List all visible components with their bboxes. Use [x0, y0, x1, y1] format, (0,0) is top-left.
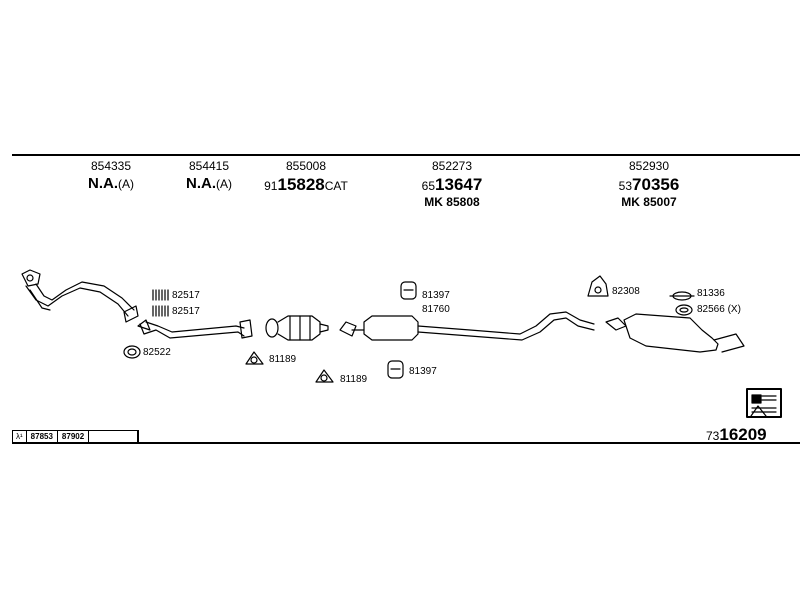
column-3-main: 15828 — [277, 175, 325, 194]
footer-empty-cell — [89, 431, 139, 443]
footer-code-1: 87853 — [27, 431, 58, 443]
ring-82566 — [675, 304, 693, 316]
rear-silencer — [605, 313, 745, 353]
gasket-81189-a — [245, 351, 264, 365]
catalogue-stamp-icon — [746, 388, 782, 418]
label-81336: 81336 — [697, 288, 725, 299]
column-2: 854415 N.A.(A) — [186, 159, 232, 192]
gasket-82522 — [123, 345, 141, 359]
gasket-81189-b — [315, 369, 334, 383]
column-3: 855008 9115828CAT — [264, 159, 348, 195]
label-81760: 81760 — [422, 304, 450, 315]
column-5: 852930 5370356 MK 85007 — [619, 159, 680, 209]
label-81189-a: 81189 — [269, 354, 297, 365]
set-number: 7316209 — [706, 425, 767, 445]
hanger-82308 — [587, 275, 609, 297]
label-82517-a: 82517 — [172, 290, 200, 301]
top-divider — [12, 154, 800, 156]
rubber-hanger-81397-b — [387, 360, 404, 379]
column-2-suffix: (A) — [216, 177, 232, 191]
column-1-main: N.A. — [88, 175, 118, 192]
bottom-divider — [12, 442, 800, 444]
label-82517-b: 82517 — [172, 306, 200, 317]
center-silencer — [339, 311, 595, 341]
label-81397-b: 81397 — [409, 366, 437, 377]
set-number-prefix: 73 — [706, 429, 720, 443]
spring-clamp-82517-a — [152, 289, 169, 301]
label-81397-a: 81397 — [422, 290, 450, 301]
column-3-suffix: CAT — [324, 179, 348, 193]
column-5-main: 70356 — [632, 175, 680, 194]
column-1-ref: 854335 — [90, 159, 132, 173]
spring-clamp-82517-b — [152, 305, 169, 317]
catalytic-converter — [265, 315, 329, 341]
column-4-main: 13647 — [435, 175, 483, 194]
label-82308: 82308 — [612, 286, 640, 297]
intermediate-pipe-854415 — [137, 319, 253, 339]
label-82566: 82566 (X) — [697, 304, 741, 315]
column-1-suffix: (A) — [118, 177, 134, 191]
clamp-81336 — [669, 291, 695, 301]
label-82522: 82522 — [143, 347, 171, 358]
rubber-hanger-81397-a — [400, 281, 417, 300]
column-4-mk: MK 85808 — [424, 195, 480, 209]
column-4: 852273 6513647 MK 85808 — [422, 159, 483, 209]
column-4-ref: 852273 — [431, 159, 473, 173]
column-2-main: N.A. — [186, 175, 216, 192]
column-5-mk: MK 85007 — [621, 195, 677, 209]
set-number-main: 16209 — [719, 425, 767, 444]
column-3-ref: 855008 — [285, 159, 327, 173]
column-5-prefix: 53 — [618, 179, 633, 193]
footer-code-2: 87902 — [58, 431, 90, 443]
column-5-ref: 852930 — [628, 159, 670, 173]
column-2-ref: 854415 — [188, 159, 230, 173]
column-3-prefix: 91 — [264, 179, 278, 193]
label-81189-b: 81189 — [340, 374, 368, 385]
lambda-symbol: λ¹ — [13, 431, 27, 443]
footer-codes-strip: λ¹ 87853 87902 — [12, 430, 140, 443]
front-pipe-854335 — [21, 269, 139, 323]
column-4-prefix: 65 — [421, 179, 436, 193]
column-1: 854335 N.A.(A) — [88, 159, 134, 192]
